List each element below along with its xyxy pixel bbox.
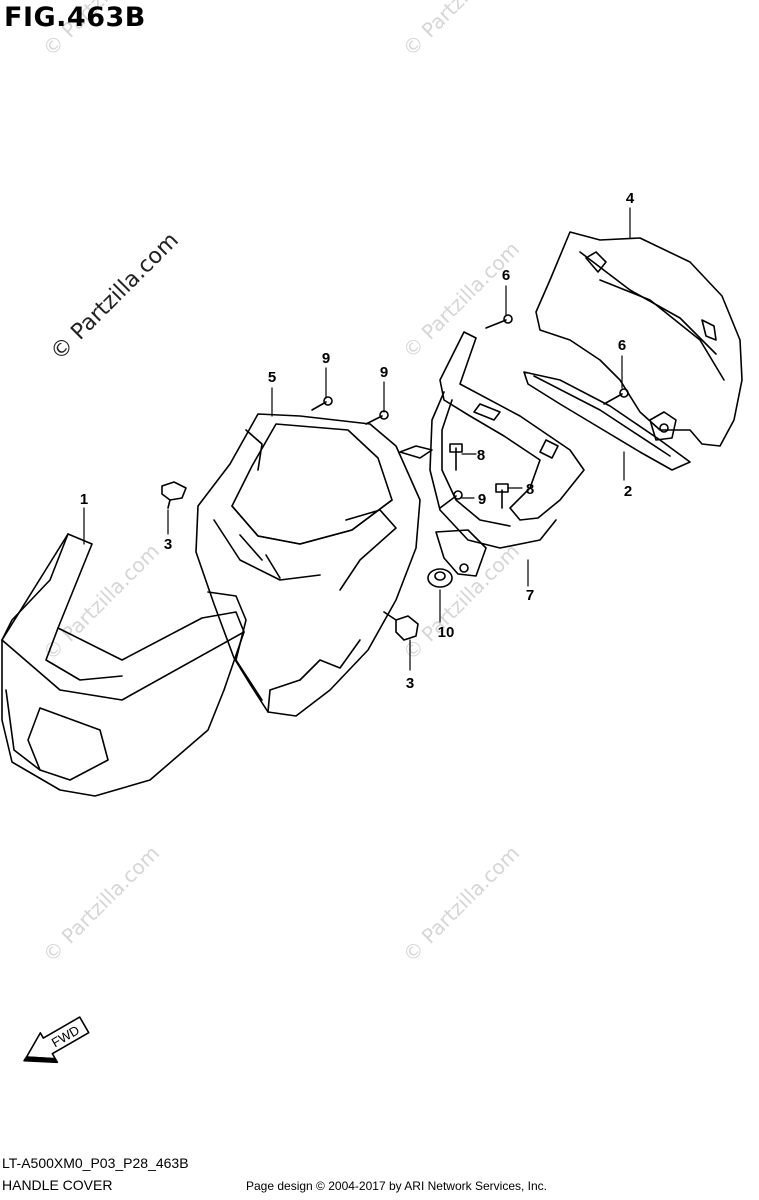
figure-name: HANDLE COVER: [2, 1177, 113, 1193]
callout-3-lower: 3: [406, 675, 414, 692]
part-5-handle-cover: [195, 413, 421, 717]
part-3-clip-lower: [383, 611, 419, 641]
part-6-screw-lower: [603, 388, 629, 405]
callout-5: 5: [268, 369, 276, 386]
callout-labels: 1 2 3 3 4 5 6 6 7 8 8 9 9 9 10: [80, 190, 635, 692]
callout-9-mid: 9: [478, 491, 486, 508]
part-9-screw-mid: [439, 490, 463, 509]
copyright-credit: Page design © 2004-2017 by ARI Network S…: [246, 1179, 548, 1193]
callout-9-left: 9: [322, 350, 330, 367]
callout-8-lower: 8: [526, 481, 534, 498]
part-2-visor: [523, 371, 691, 471]
callout-6-upper: 6: [502, 267, 510, 284]
figure-title: FIG.463B: [4, 2, 146, 33]
callout-6-lower: 6: [618, 337, 626, 354]
part-1-front-cowl: [1, 533, 245, 797]
part-8-bolt-upper: [449, 443, 463, 471]
part-9-screw-left: [311, 396, 333, 411]
part-10-grommet: [427, 568, 453, 588]
callout-8-upper: 8: [477, 447, 485, 464]
part-8-bolt-lower: [495, 483, 509, 509]
callout-9-right: 9: [380, 364, 388, 381]
part-4-meter-cover: [535, 231, 743, 447]
part-7-bracket: [399, 331, 585, 577]
part-3-clip-upper: [161, 481, 187, 509]
callout-10: 10: [438, 624, 455, 641]
callout-1: 1: [80, 491, 88, 508]
callout-7: 7: [526, 587, 534, 604]
callout-3-upper: 3: [164, 536, 172, 553]
leader-lines: [83, 207, 631, 671]
callout-4: 4: [626, 190, 635, 207]
part-6-screw-upper: [485, 314, 513, 329]
fwd-arrow-icon: FWD: [23, 1016, 90, 1064]
figure-code: LT-A500XM0_P03_P28_463B: [2, 1155, 189, 1171]
part-9-screw-right: [365, 410, 389, 425]
callout-2: 2: [624, 483, 632, 500]
